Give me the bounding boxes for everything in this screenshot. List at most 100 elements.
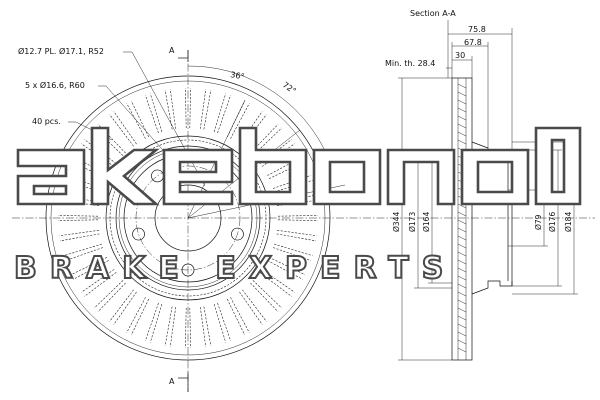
front-view — [12, 50, 595, 392]
vane-edge — [169, 89, 176, 129]
section-vane-line — [457, 211, 467, 217]
vane-edge — [185, 307, 187, 348]
section-cut-markers: A A — [169, 46, 189, 392]
section-vane-line — [457, 339, 467, 345]
section-title: Section A-A — [410, 9, 456, 18]
dim-outer-diameter: Ø344 — [392, 212, 401, 232]
section-dimensions: Section A-A 75.8 67.8 30 Min. th. 28.4 Ø… — [385, 9, 578, 361]
vane-edge — [109, 114, 134, 147]
vane-edge — [200, 307, 207, 347]
section-vane-line — [457, 99, 467, 105]
angle-72-label: 72° — [281, 80, 298, 96]
section-vane-line — [457, 243, 467, 249]
dim-bore-diameter: Ø164 — [422, 212, 431, 232]
vane-edge — [113, 111, 137, 145]
vane-edge — [113, 291, 137, 325]
section-vane-line — [457, 299, 467, 305]
bolt-hole — [151, 169, 164, 183]
dim-hat-diameter: Ø176 — [548, 212, 557, 232]
section-vane-line — [457, 251, 467, 257]
dim-mount-diameter: Ø184 — [564, 212, 573, 232]
vane-edge — [261, 269, 295, 293]
section-vane-line — [457, 83, 467, 89]
section-vane-line — [457, 131, 467, 137]
cut-label-top: A — [169, 46, 175, 55]
vane-edge — [226, 298, 245, 336]
section-vane-line — [457, 283, 467, 289]
section-friction-ring — [451, 77, 473, 361]
section-vane-line — [457, 315, 467, 321]
vane-edge — [145, 95, 159, 134]
section-vane-line — [457, 275, 467, 281]
section-vane-line — [457, 219, 467, 225]
section-vane-line — [457, 347, 467, 353]
vane-edge — [70, 256, 108, 275]
vane-edge — [277, 219, 318, 221]
vane-edge — [58, 215, 99, 217]
angle-36-label: 36° — [230, 70, 246, 81]
hole-note-leader — [123, 51, 206, 187]
vane-edge — [109, 289, 134, 322]
bolt-note: 5 x Ø16.6, R60 — [25, 80, 85, 90]
vane-edge — [242, 289, 267, 322]
section-vane-line — [457, 107, 467, 113]
dim-hat-outer-diameter: Ø173 — [408, 212, 417, 232]
vane-edge — [259, 272, 292, 297]
vane-edge — [150, 304, 163, 343]
bolt-hole — [132, 227, 145, 241]
angle-arc-36 — [187, 65, 265, 87]
vane-edge — [189, 88, 191, 129]
vane-edge — [126, 103, 146, 139]
vane-edge — [274, 243, 313, 256]
section-vane-line — [457, 203, 467, 209]
vanes-note: 40 pcs. — [32, 117, 61, 126]
vane-edge — [239, 291, 263, 325]
vane-edge — [58, 219, 99, 221]
section-vane-line — [457, 307, 467, 313]
vane-edge — [252, 280, 282, 309]
section-vane-line — [457, 323, 467, 329]
akebono-logo-watermark — [16, 126, 582, 206]
vane-edge — [126, 297, 146, 333]
vane-edge — [131, 100, 150, 138]
vane-edge — [250, 124, 279, 154]
vane-edge — [267, 260, 303, 280]
section-vane-line — [457, 115, 467, 121]
vane-edge — [59, 233, 100, 242]
vane-edge — [145, 302, 159, 341]
section-vane-line — [457, 259, 467, 265]
dim-overall-height: 75.8 — [468, 25, 486, 34]
vane-edge — [230, 103, 250, 139]
vane-edge — [189, 307, 191, 348]
dim-min-thickness: Min. th. 28.4 — [385, 59, 435, 68]
vane-edge — [84, 272, 117, 297]
vane-edge — [213, 304, 226, 343]
section-vane-line — [457, 267, 467, 273]
vane-edge — [213, 93, 226, 132]
vane-edge — [164, 89, 173, 130]
vane-edge — [277, 230, 317, 237]
vane-edge — [250, 282, 279, 312]
vane-edge — [230, 297, 250, 333]
dim-center-bore: Ø79 — [534, 214, 543, 230]
section-vane-line — [457, 235, 467, 241]
vane-edge — [268, 256, 306, 275]
dim-hub-offset: 30 — [455, 51, 465, 60]
vane-edge — [73, 260, 109, 280]
vane-edge — [164, 306, 173, 347]
vane-edge — [59, 230, 99, 237]
vane-edge — [169, 307, 176, 347]
section-view — [447, 20, 513, 361]
hole-note: Ø12.7 PL. Ø17.1, R52 — [18, 46, 104, 56]
vane-edge — [81, 269, 115, 293]
section-vane-line — [457, 123, 467, 129]
vane-edge — [217, 95, 231, 134]
vane-edge — [63, 243, 102, 256]
section-vane-line — [457, 331, 467, 337]
section-vane-line — [457, 291, 467, 297]
vane-edge — [277, 215, 318, 217]
vane-edge — [276, 233, 317, 242]
vane-edge — [150, 93, 163, 132]
bolt-note-leader — [98, 85, 186, 176]
